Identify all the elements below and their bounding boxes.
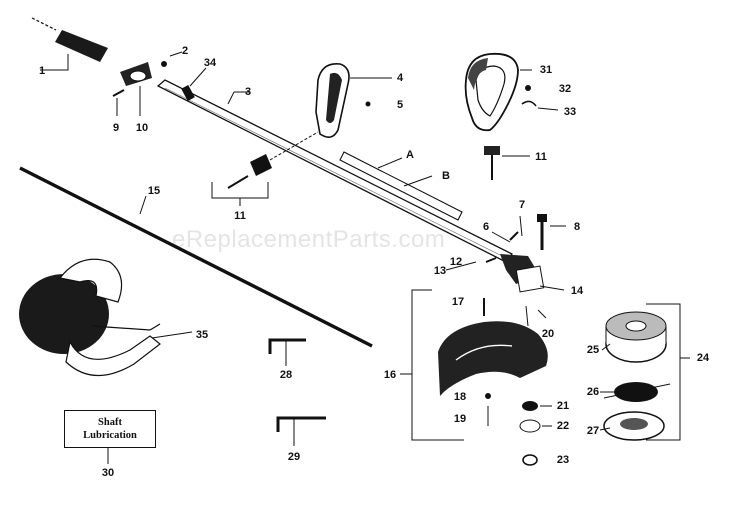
watermark-text: eReplacementParts.com [172, 226, 446, 253]
part-strap [19, 258, 193, 377]
label-part-a: A [406, 149, 414, 161]
label-part-26: 26 [586, 386, 600, 398]
label-part-2: 2 [181, 45, 189, 57]
part-grip-tube [31, 17, 108, 71]
label-part-5: 5 [396, 99, 404, 111]
label-part-b: B [442, 170, 450, 182]
label-part-30: 30 [101, 467, 115, 479]
label-part-20: 20 [541, 328, 555, 340]
lube-line-1: Shaft [98, 417, 122, 428]
part-collar [181, 67, 207, 102]
label-part-16: 16 [383, 369, 397, 381]
label-part-22: 22 [556, 420, 570, 432]
label-part-4: 4 [396, 72, 404, 84]
part-guard [400, 289, 548, 441]
label-part-21: 21 [556, 400, 570, 412]
label-part-9: 9 [112, 122, 120, 134]
lube-line-2: Lubrication [83, 430, 137, 441]
label-part-6: 6 [482, 221, 490, 233]
part-hub-washers [519, 401, 552, 466]
label-part-18: 18 [453, 391, 467, 403]
label-part-10: 10 [135, 122, 149, 134]
part-assist-handle [315, 63, 392, 138]
label-part-7: 7 [518, 199, 526, 211]
label-part-24: 24 [696, 352, 710, 364]
label-part-35: 35 [195, 329, 209, 341]
label-part-17: 17 [451, 296, 465, 308]
label-part-8: 8 [573, 221, 581, 233]
label-part-15: 15 [147, 185, 161, 197]
part-rear-handle [464, 52, 559, 180]
label-part-29: 29 [287, 451, 301, 463]
label-part-27: 27 [586, 425, 600, 437]
label-part-13: 13 [433, 265, 447, 277]
label-part-31: 31 [539, 64, 553, 76]
part-hex-keys [268, 338, 326, 446]
label-part-12: 12 [449, 256, 463, 268]
part-main-shaft [156, 79, 513, 263]
part-strips-a-b [339, 151, 463, 221]
label-part-25: 25 [586, 344, 600, 356]
label-part-3: 3 [244, 86, 252, 98]
label-part-14: 14 [570, 285, 584, 297]
label-part-28: 28 [279, 369, 293, 381]
label-part-1: 1 [38, 65, 46, 77]
label-part-32: 32 [558, 83, 572, 95]
label-part-11-a: 11 [234, 210, 246, 222]
label-part-11-b: 11 [535, 151, 547, 163]
label-part-19: 19 [453, 413, 467, 425]
part-clamp [112, 51, 183, 116]
part-head-coupling [445, 214, 566, 293]
part-drive-cable [19, 166, 373, 348]
part-handle-bolt [211, 131, 319, 206]
part-spool-head [599, 303, 690, 441]
shaft-lubrication-box: Shaft Lubrication [64, 410, 156, 448]
label-part-33: 33 [563, 106, 577, 118]
label-part-34: 34 [203, 57, 217, 69]
label-part-23: 23 [556, 454, 570, 466]
